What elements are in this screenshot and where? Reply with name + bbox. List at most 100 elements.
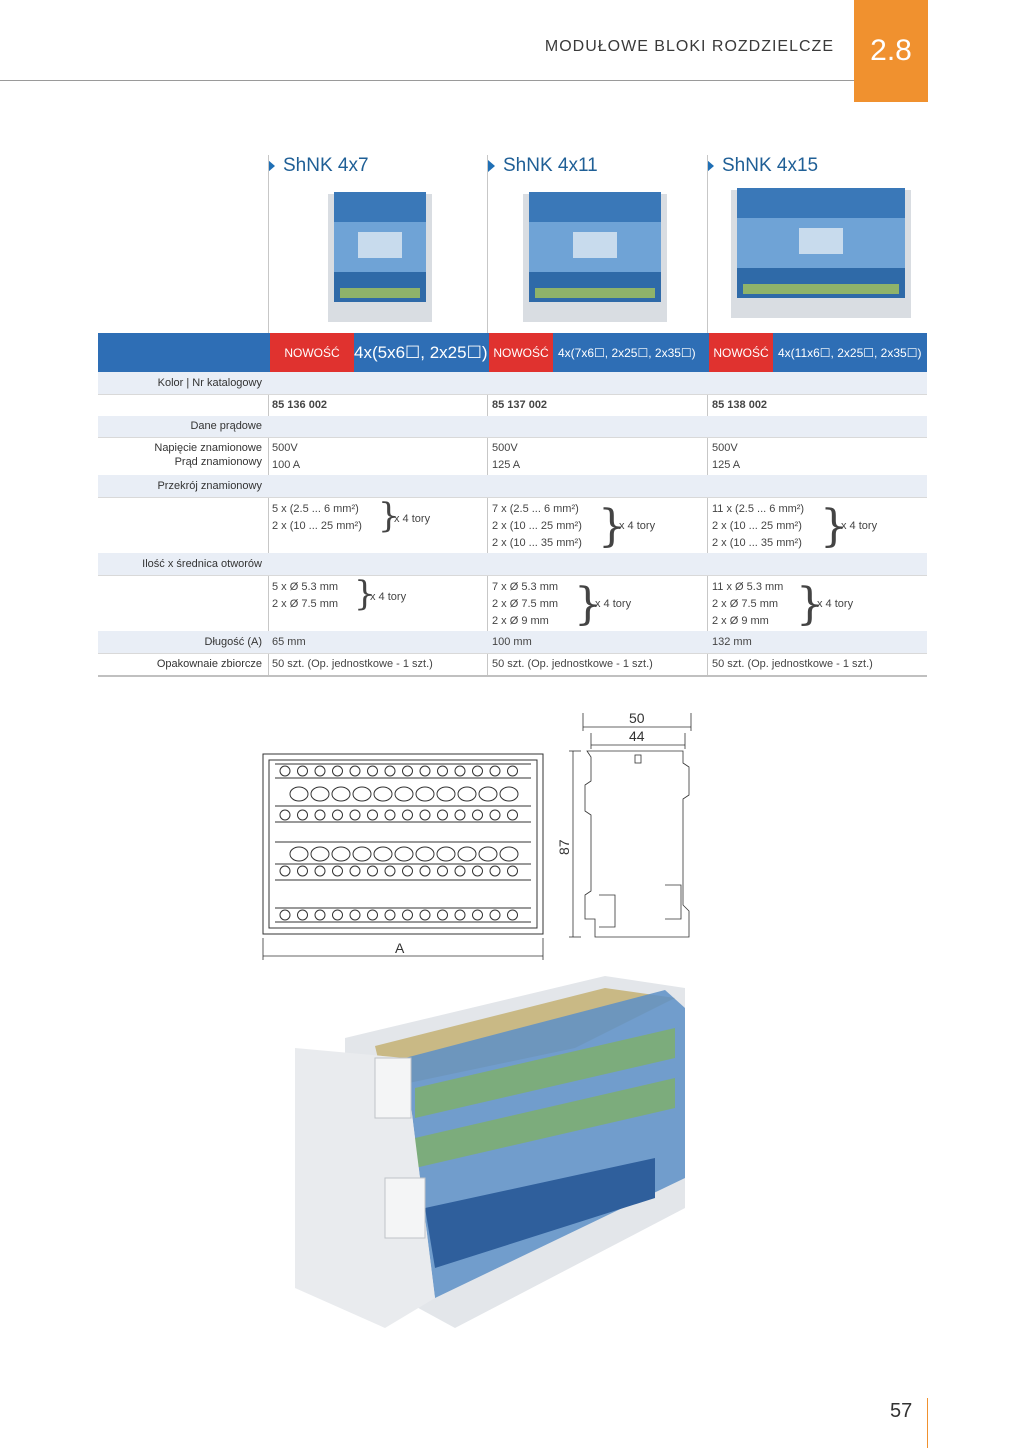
screw-icon xyxy=(349,865,361,877)
section-title: MODUŁOWE BLOKI ROZDZIELCZE xyxy=(544,38,834,55)
product-title-2: ShNK 4x11 xyxy=(488,155,598,177)
tracks-label: x 4 tory xyxy=(817,598,854,610)
table-header-row: NOWOŚĆ 4x(5x6☐, 2x25☐) NOWOŚĆ 4x(7x6☐, 2… xyxy=(98,333,927,372)
terminal-hole-icon xyxy=(331,786,351,802)
screw-icon xyxy=(402,909,413,921)
terminal-hole-icon xyxy=(373,786,393,802)
holes-line: 5 x Ø 5.3 mm xyxy=(272,581,339,593)
screw-icon xyxy=(332,765,343,777)
length-value: 100 mm xyxy=(492,636,532,648)
screw-icon xyxy=(349,909,361,921)
table-row: 5 x (2.5 ... 6 mm²) 2 x (10 ... 25 mm²) … xyxy=(98,497,927,554)
screw-icon xyxy=(419,865,431,877)
screw-icon xyxy=(367,765,378,777)
terminal-hole-icon xyxy=(499,786,519,802)
screw-icon xyxy=(402,865,413,877)
product-photo-2 xyxy=(523,192,667,322)
row-label: Napięcie znamionowe xyxy=(154,442,262,454)
product-photo-large xyxy=(295,976,685,1328)
table-row: Ilość x średnica otworów xyxy=(98,553,927,576)
cross-section-line: 2 x (10 ... 25 mm²) xyxy=(492,520,582,532)
screw-icon xyxy=(489,865,501,877)
screw-icon xyxy=(437,909,448,921)
terminal-hole-icon xyxy=(415,786,435,802)
product-photo-1 xyxy=(328,192,432,322)
screw-icon xyxy=(437,809,448,821)
table-row: Napięcie znamionowe Prąd znamionowy 500V… xyxy=(98,437,927,476)
new-badge: NOWOŚĆ xyxy=(489,333,553,372)
holes-line: 2 x Ø 7.5 mm xyxy=(272,598,339,610)
terminal-hole-icon xyxy=(457,786,477,802)
terminal-hole-icon xyxy=(373,846,393,862)
table-row: Opakownaie zbiorcze 50 szt. (Op. jednost… xyxy=(98,653,927,677)
screw-icon xyxy=(402,809,413,821)
product-title-1: ShNK 4x7 xyxy=(268,155,369,177)
holes-line: 2 x Ø 9 mm xyxy=(712,615,769,627)
terminal-hole-icon xyxy=(478,846,498,862)
cross-section-line: 7 x (2.5 ... 6 mm²) xyxy=(492,503,579,515)
dimension-label-50: 50 xyxy=(629,710,645,726)
brace-icon: } xyxy=(378,496,400,536)
screw-icon xyxy=(472,809,483,821)
screw-icon xyxy=(454,765,466,777)
screw-icon xyxy=(314,865,326,877)
screw-icon xyxy=(314,765,326,777)
row-label: Kolor | Nr katalogowy xyxy=(157,377,262,389)
catalog-number: 85 137 002 xyxy=(492,399,548,411)
header-rule xyxy=(0,80,854,81)
packaging-value: 50 szt. (Op. jednostkowe - 1 szt.) xyxy=(712,658,873,670)
product-name: ShNK 4x11 xyxy=(503,155,598,176)
terminal-hole-icon xyxy=(457,846,477,862)
screw-icon xyxy=(419,809,431,821)
screw-icon xyxy=(419,765,431,777)
screw-icon xyxy=(384,765,396,777)
config-spec: 4x(5x6☐, 2x25☐) xyxy=(354,342,488,362)
terminal-hole-icon xyxy=(310,786,330,802)
terminal-hole-icon xyxy=(352,786,372,802)
terminal-hole-icon xyxy=(352,846,372,862)
dimension-label-87: 87 xyxy=(556,839,572,855)
screw-icon xyxy=(332,865,343,877)
screw-icon xyxy=(384,909,396,921)
row-label: Opakownaie zbiorcze xyxy=(156,658,262,670)
technical-drawing-side: 50 44 87 xyxy=(556,710,692,938)
section-number-badge: 2.8 xyxy=(854,0,928,102)
screw-icon xyxy=(419,909,431,921)
screw-icon xyxy=(332,909,343,921)
cross-section-line: 2 x (10 ... 25 mm²) xyxy=(712,520,802,532)
screw-icon xyxy=(314,809,326,821)
config-spec: 4x(11x6☐, 2x25☐, 2x35☐) xyxy=(778,345,922,360)
holes-line: 2 x Ø 9 mm xyxy=(492,615,549,627)
holes-line: 7 x Ø 5.3 mm xyxy=(492,581,559,593)
voltage-value: 500V xyxy=(272,442,298,454)
screw-icon xyxy=(507,765,518,777)
current-value: 125 A xyxy=(492,459,521,471)
tracks-label: x 4 tory xyxy=(370,591,407,603)
terminal-hole-icon xyxy=(289,846,309,862)
product-name: ShNK 4x7 xyxy=(283,155,369,176)
table-row: Kolor | Nr katalogowy xyxy=(98,372,927,395)
column-divider xyxy=(268,155,269,675)
screw-icon xyxy=(279,909,291,921)
screw-icon xyxy=(454,909,466,921)
holes-line: 2 x Ø 7.5 mm xyxy=(492,598,559,610)
new-badge: NOWOŚĆ xyxy=(709,333,773,372)
screw-icon xyxy=(297,865,308,877)
tracks-label: x 4 tory xyxy=(595,598,632,610)
screw-icon xyxy=(297,765,308,777)
page-number-rule xyxy=(927,1398,928,1448)
table-row: Przekrój znamionowy xyxy=(98,475,927,498)
row-label: Ilość x średnica otworów xyxy=(142,558,262,570)
holes-line: 11 x Ø 5.3 mm xyxy=(712,581,784,593)
row-label: Dane prądowe xyxy=(190,420,262,432)
screw-icon xyxy=(279,765,291,777)
screw-icon xyxy=(472,909,483,921)
catalog-number: 85 136 002 xyxy=(272,399,328,411)
row-label: Przekrój znamionowy xyxy=(157,480,262,492)
catalog-number: 85 138 002 xyxy=(712,399,768,411)
terminal-hole-icon xyxy=(331,846,351,862)
screw-icon xyxy=(297,809,308,821)
screw-icon xyxy=(507,809,518,821)
brace-icon: } xyxy=(354,574,376,614)
screw-icon xyxy=(349,765,361,777)
